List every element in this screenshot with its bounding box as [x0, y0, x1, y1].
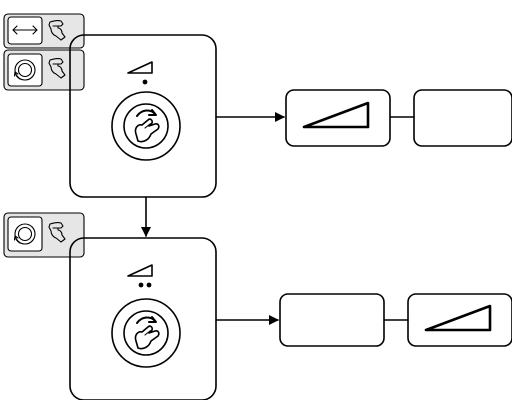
step-2-knob-tab[interactable]: [3, 212, 85, 258]
step-1-toggle-tab[interactable]: [3, 13, 85, 49]
control-knob[interactable]: [111, 298, 181, 368]
step-1: [3, 13, 512, 198]
selector-dot: [138, 282, 144, 288]
step-1-knob-tab[interactable]: [3, 49, 85, 91]
selector-dot: [142, 79, 148, 85]
selector-ramp-icon: [127, 264, 153, 277]
output-box-empty: [279, 293, 385, 347]
output-box-ramp: [407, 293, 512, 347]
ramp-icon: [424, 304, 492, 332]
output-box-ramp: [285, 89, 391, 147]
step-2-panel: [69, 237, 217, 400]
control-knob[interactable]: [111, 91, 181, 161]
ramp-icon: [302, 101, 370, 129]
selector-dot: [146, 282, 152, 288]
step-1-panel: [69, 34, 217, 198]
step-2: [3, 212, 512, 400]
selector-ramp-icon: [127, 61, 153, 74]
output-box-empty: [413, 89, 512, 147]
